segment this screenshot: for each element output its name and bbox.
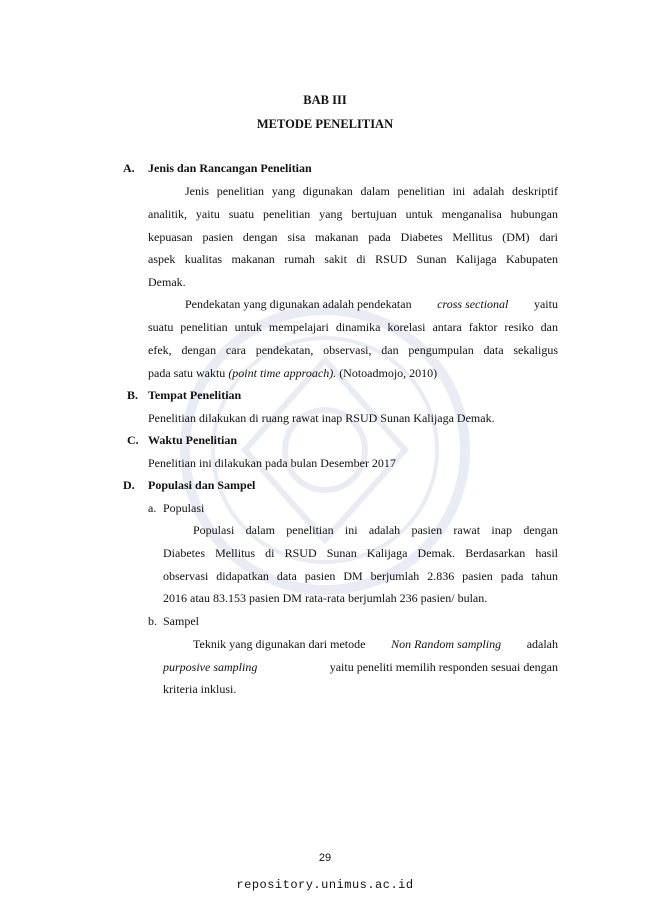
section-a-title: Jenis dan Rancangan Penelitian [148,161,312,175]
repository-footer: repository.unimus.ac.id [236,878,414,892]
chapter-label: BAB III [303,93,347,107]
para-line: Populasi dalam penelitian ini adalah pas… [193,523,558,537]
text-segment: Teknik yang digunakan dari metode [193,637,366,651]
citation: (Notoadmojo, 2010) [339,366,438,380]
section-c-text: Penelitian ini dilakukan pada bulan Dese… [148,456,396,470]
text-segment: yaitu [533,297,558,311]
subsection-a-marker: a. [148,501,157,515]
para-line: Teknik yang digunakan dari metode Non Ra… [193,637,558,652]
section-d-title: Populasi dan Sampel [148,478,256,492]
para-line: efek, dengan cara pendekatan, observasi,… [148,343,558,357]
section-a-marker: A. [123,161,135,175]
italic-term: Non Random sampling [391,637,502,651]
text-segment: Pendekatan yang digunakan adalah pendeka… [185,297,412,311]
section-b-text: Penelitian dilakukan di ruang rawat inap… [148,411,495,425]
text-segment: yaitu peneliti memilih responden sesuai … [329,660,558,674]
section-c-title: Waktu Penelitian [148,433,238,447]
italic-term: purposive sampling [163,660,258,674]
italic-term: (point time approach). [228,366,337,380]
para-line: Pendekatan yang digunakan adalah pendeka… [185,297,558,312]
section-d-marker: D. [123,478,135,492]
para-line: analitik, yaitu suatu penelitian yang be… [148,207,558,221]
para-line: aspek kualitas makanan rumah sakit di RS… [148,252,558,266]
para-line: purposive sampling yaitu peneliti memili… [163,660,558,675]
text-segment: pada satu waktu [148,366,226,380]
italic-term: cross sectional [437,297,509,311]
para-line: kriteria inklusi. [163,682,237,696]
para-line: Jenis penelitian yang digunakan dalam pe… [185,184,558,198]
section-b-marker: B. [127,388,139,402]
para-line: pada satu waktu (point time approach). (… [148,366,437,381]
subsection-b-marker: b. [148,614,157,628]
para-line: kepuasan pasien dengan sisa makanan pada… [148,230,558,244]
para-line: suatu penelitian untuk mempelajari dinam… [148,320,558,334]
page-number: 29 [318,852,332,864]
subsection-a-title: Populasi [163,501,205,515]
para-line: observasi didapatkan data pasien DM berj… [163,569,558,583]
chapter-title: METODE PENELITIAN [256,117,394,131]
text-segment: adalah [526,637,558,651]
section-c-marker: C. [127,433,139,447]
para-line: Diabetes Mellitus di RSUD Sunan Kalijaga… [163,546,558,560]
para-line: Demak. [148,275,186,289]
para-line: 2016 atau 83.153 pasien DM rata-rata ber… [163,591,488,605]
subsection-b-title: Sampel [163,614,199,628]
section-b-title: Tempat Penelitian [148,388,242,402]
